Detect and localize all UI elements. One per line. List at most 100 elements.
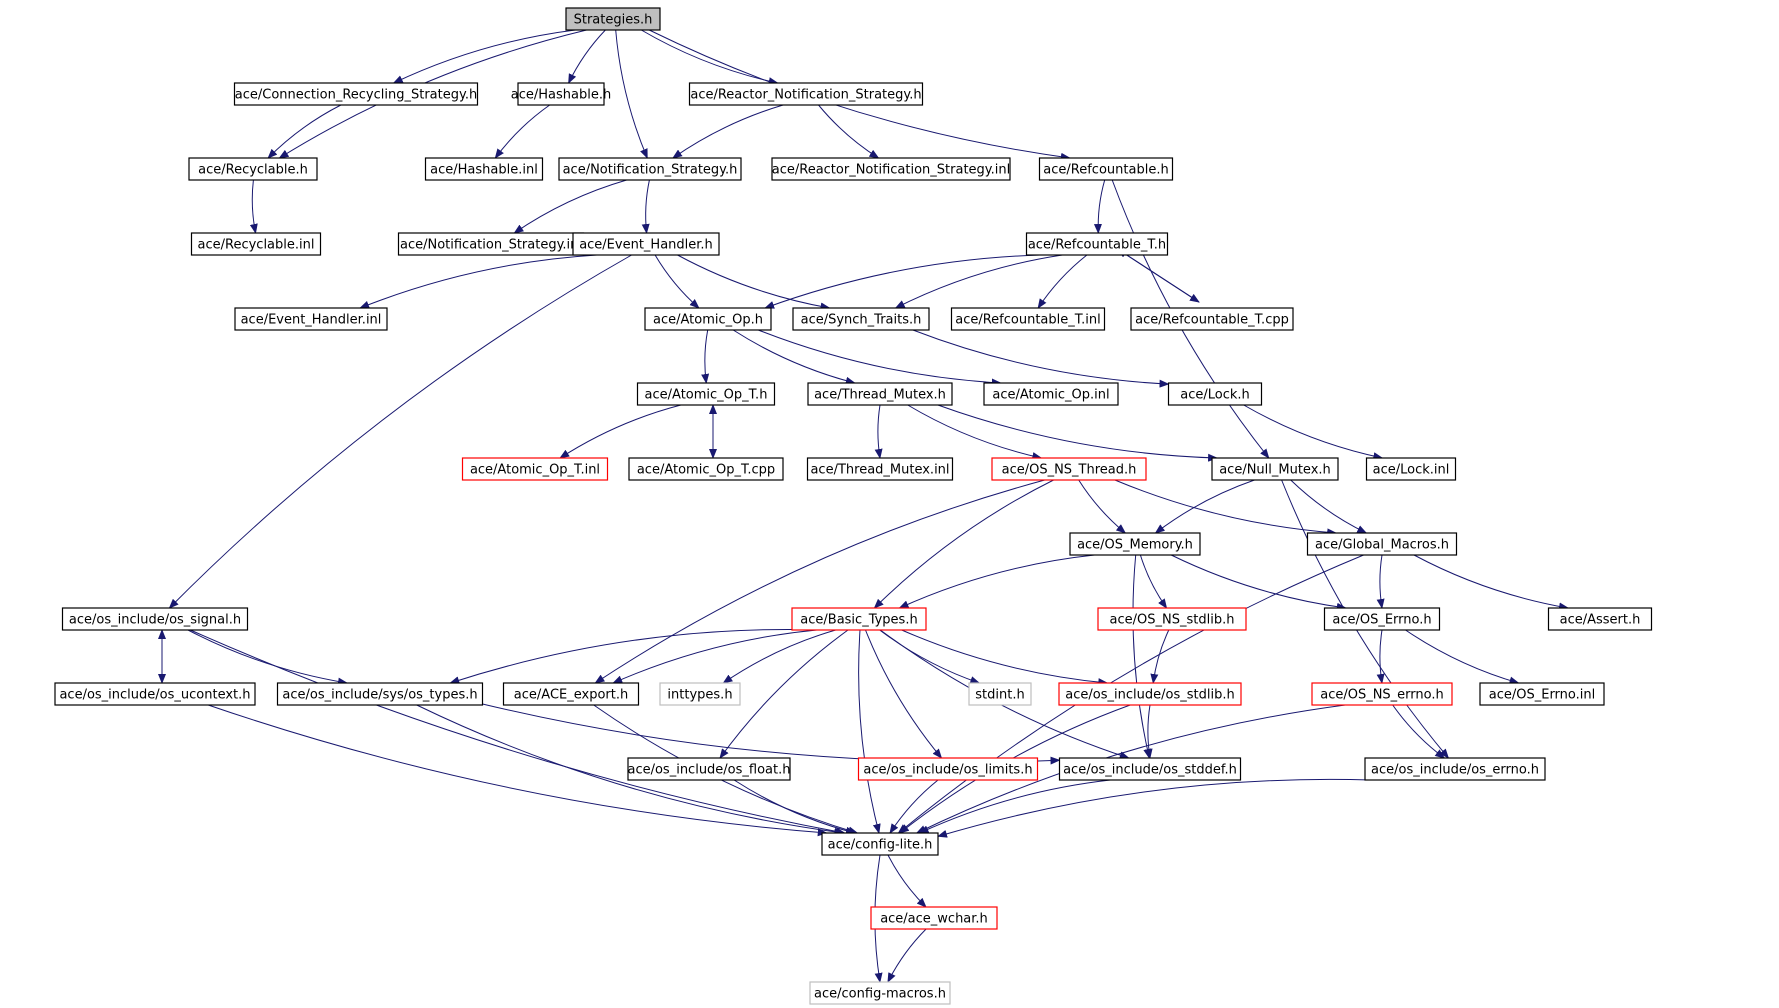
node-label: ace/OS_Memory.h bbox=[1077, 538, 1193, 553]
node-tmutex_inl[interactable]: ace/Thread_Mutex.inl bbox=[806, 457, 954, 481]
node-label: ace/Connection_Recycling_Strategy.h bbox=[235, 88, 477, 103]
node-recyclable_inl[interactable]: ace/Recyclable.inl bbox=[190, 232, 322, 256]
node-box bbox=[821, 832, 939, 856]
node-box bbox=[1211, 457, 1339, 481]
node-label: ace/os_include/os_ucontext.h bbox=[59, 688, 250, 703]
node-osstdlib[interactable]: ace/os_include/os_stdlib.h bbox=[1058, 682, 1242, 706]
node-label: ace/ace_wchar.h bbox=[880, 912, 988, 927]
node-eh_inl[interactable]: ace/Event_Handler.inl bbox=[234, 307, 388, 331]
node-inttypes[interactable]: inttypes.h bbox=[659, 682, 741, 706]
node-box bbox=[61, 607, 249, 631]
node-nullmutex[interactable]: ace/Null_Mutex.h bbox=[1211, 457, 1339, 481]
node-label: ace/Reactor_Notification_Strategy.inl bbox=[772, 163, 1010, 178]
node-wchar[interactable]: ace/ace_wchar.h bbox=[870, 906, 998, 930]
node-box bbox=[627, 757, 791, 781]
edge-nullmutex-to-globalm bbox=[1290, 479, 1368, 534]
node-refT[interactable]: ace/Refcountable_T.h bbox=[1025, 232, 1169, 256]
node-label: ace/Recyclable.h bbox=[198, 163, 308, 178]
edge-atomic-to-atomicT bbox=[701, 329, 710, 384]
node-box bbox=[870, 906, 998, 930]
node-tmutex[interactable]: ace/Thread_Mutex.h bbox=[807, 382, 953, 406]
node-configmacros[interactable]: ace/config-macros.h bbox=[809, 981, 951, 1005]
node-box bbox=[1130, 307, 1294, 331]
node-oserrno_inl[interactable]: ace/OS_Errno.inl bbox=[1479, 682, 1605, 706]
edge-rns-to-ns bbox=[672, 104, 784, 159]
node-box bbox=[1306, 532, 1458, 556]
edge-strategies-to-crs bbox=[392, 29, 576, 84]
node-osfloat[interactable]: ace/os_include/os_float.h bbox=[627, 757, 791, 781]
node-box bbox=[1311, 682, 1453, 706]
node-atomic_inl[interactable]: ace/Atomic_Op.inl bbox=[983, 382, 1119, 406]
edge-globalm-to-oserrno bbox=[1376, 554, 1385, 609]
node-lock[interactable]: ace/Lock.h bbox=[1167, 382, 1263, 406]
node-refT_inl[interactable]: ace/Refcountable_T.inl bbox=[950, 307, 1106, 331]
node-lock_inl[interactable]: ace/Lock.inl bbox=[1365, 457, 1457, 481]
node-label: ace/Assert.h bbox=[1560, 613, 1641, 628]
node-atomic[interactable]: ace/Atomic_Op.h bbox=[644, 307, 772, 331]
node-box bbox=[572, 232, 720, 256]
node-atomicT_inl[interactable]: ace/Atomic_Op_T.inl bbox=[461, 457, 609, 481]
edge-osnsthread-to-aceexport bbox=[594, 479, 1045, 684]
edge-hashable-to-hashable_inl bbox=[494, 104, 550, 159]
node-crs[interactable]: ace/Connection_Recycling_Strategy.h bbox=[233, 82, 479, 106]
edge-rns-to-rns_inl bbox=[818, 104, 880, 159]
node-strategies[interactable]: Strategies.h bbox=[565, 7, 661, 31]
edge-refT_cpp-to-refT bbox=[1116, 248, 1200, 303]
edge-osnserrno-to-configlite bbox=[915, 704, 1346, 834]
node-osnsstdlib[interactable]: ace/OS_NS_stdlib.h bbox=[1097, 607, 1247, 631]
node-osucontext[interactable]: ace/os_include/os_ucontext.h bbox=[54, 682, 256, 706]
node-ns_inl[interactable]: ace/Notification_Strategy.inl bbox=[397, 232, 585, 256]
node-box bbox=[1364, 757, 1546, 781]
node-label: ace/Atomic_Op_T.cpp bbox=[637, 463, 775, 478]
node-label: ace/OS_NS_stdlib.h bbox=[1110, 613, 1235, 628]
edge-osmem-to-osnsstdlib bbox=[1139, 554, 1168, 609]
edge-strategies-to-rns bbox=[641, 29, 779, 86]
node-ns[interactable]: ace/Notification_Strategy.h bbox=[558, 157, 742, 181]
node-refcountable[interactable]: ace/Refcountable.h bbox=[1038, 157, 1174, 181]
node-assert[interactable]: ace/Assert.h bbox=[1547, 607, 1653, 631]
node-systypes[interactable]: ace/os_include/sys/os_types.h bbox=[276, 682, 484, 706]
edge-oslimits-to-configlite bbox=[889, 779, 939, 834]
node-osstddef[interactable]: ace/os_include/os_stddef.h bbox=[1058, 757, 1242, 781]
edge-nullmutex-to-osmem bbox=[1154, 479, 1255, 534]
node-oslimits[interactable]: ace/os_include/os_limits.h bbox=[857, 757, 1039, 781]
node-box bbox=[1547, 607, 1653, 631]
edge-globalm-to-configlite bbox=[897, 554, 1364, 834]
edge-eh-to-ossignal bbox=[168, 254, 632, 609]
node-rns[interactable]: ace/Reactor_Notification_Strategy.h bbox=[688, 82, 924, 106]
node-label: ace/Refcountable_T.cpp bbox=[1135, 313, 1289, 328]
node-ossignal[interactable]: ace/os_include/os_signal.h bbox=[61, 607, 249, 631]
node-eh[interactable]: ace/Event_Handler.h bbox=[572, 232, 720, 256]
node-stdint[interactable]: stdint.h bbox=[968, 682, 1032, 706]
node-box bbox=[771, 157, 1011, 181]
edge-oserrno-to-osnserrno bbox=[1376, 629, 1385, 684]
edge-basictypes-to-configlite bbox=[858, 629, 881, 834]
node-label: ace/Synch_Traits.h bbox=[801, 313, 922, 328]
node-recyclable[interactable]: ace/Recyclable.h bbox=[188, 157, 318, 181]
node-atomicT_cpp[interactable]: ace/Atomic_Op_T.cpp bbox=[628, 457, 784, 481]
node-osnserrno[interactable]: ace/OS_NS_errno.h bbox=[1311, 682, 1453, 706]
node-label: ace/Atomic_Op_T.h bbox=[645, 388, 768, 403]
node-osmem[interactable]: ace/OS_Memory.h bbox=[1069, 532, 1201, 556]
node-label: Strategies.h bbox=[574, 13, 653, 28]
node-label: ace/os_include/os_float.h bbox=[627, 763, 790, 778]
node-osnsthread[interactable]: ace/OS_NS_Thread.h bbox=[991, 457, 1147, 481]
node-hashable_inl[interactable]: ace/Hashable.inl bbox=[424, 157, 544, 181]
node-rns_inl[interactable]: ace/Reactor_Notification_Strategy.inl bbox=[771, 157, 1011, 181]
node-oserrno[interactable]: ace/OS_Errno.h bbox=[1323, 607, 1441, 631]
node-aceexport[interactable]: ace/ACE_export.h bbox=[502, 682, 640, 706]
node-configlite[interactable]: ace/config-lite.h bbox=[821, 832, 939, 856]
node-refT_cpp[interactable]: ace/Refcountable_T.cpp bbox=[1130, 307, 1294, 331]
node-globalm[interactable]: ace/Global_Macros.h bbox=[1306, 532, 1458, 556]
node-atomicT[interactable]: ace/Atomic_Op_T.h bbox=[636, 382, 776, 406]
edge-strategies-to-hashable bbox=[568, 29, 606, 84]
nodes-layer: Strategies.h ace/Connection_Recycling_Str… bbox=[54, 7, 1653, 1005]
edge-osnsstdlib-to-osstdlib bbox=[1150, 629, 1170, 684]
node-basictypes[interactable]: ace/Basic_Types.h bbox=[791, 607, 927, 631]
node-oserrnoh[interactable]: ace/os_include/os_errno.h bbox=[1364, 757, 1546, 781]
edge-basictypes-to-osstdlib bbox=[901, 629, 1109, 687]
node-synch[interactable]: ace/Synch_Traits.h bbox=[792, 307, 930, 331]
node-hashable[interactable]: ace/Hashable.h bbox=[511, 82, 611, 106]
node-box bbox=[54, 682, 256, 706]
edge-ossignal-to-systypes bbox=[187, 629, 348, 686]
